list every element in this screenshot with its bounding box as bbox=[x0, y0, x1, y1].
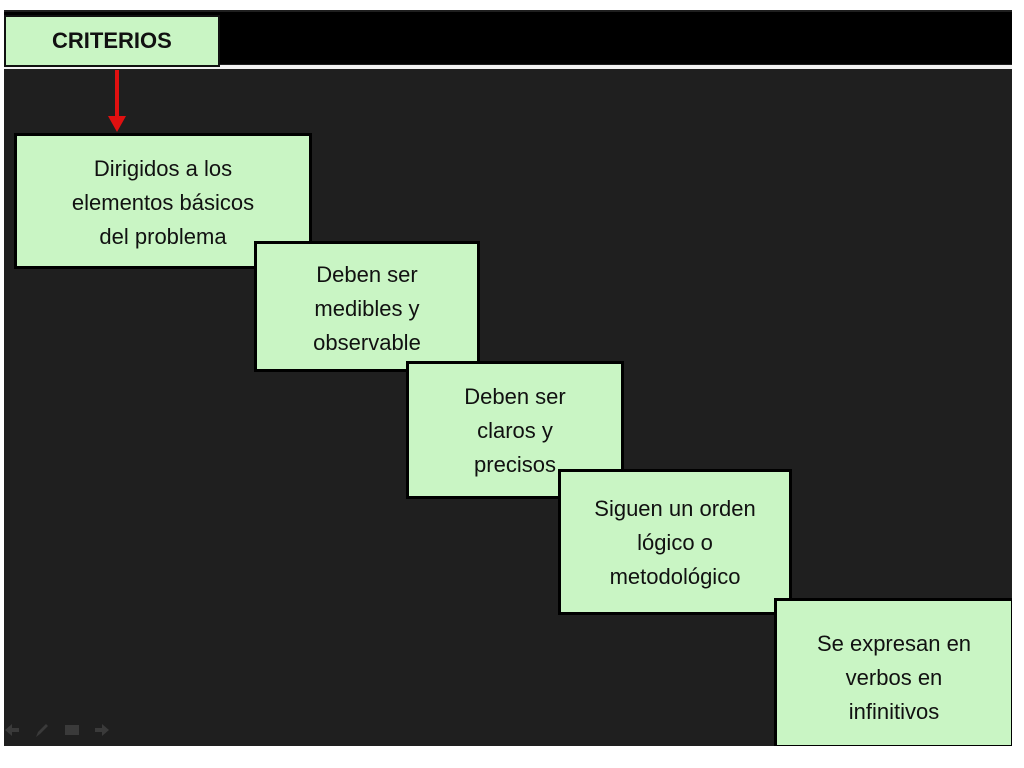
down-arrow bbox=[108, 70, 126, 132]
step-box-2: Deben ser medibles y observable bbox=[254, 241, 480, 372]
screen-icon[interactable] bbox=[64, 722, 80, 738]
slide: CRITERIOS Dirigidos a los elementos bási… bbox=[4, 10, 1012, 746]
step-text-3: Deben ser claros y precisos bbox=[464, 384, 566, 477]
step-text-2: Deben ser medibles y observable bbox=[313, 262, 421, 355]
pen-icon[interactable] bbox=[34, 722, 50, 738]
slideshow-controls bbox=[4, 722, 110, 738]
title-text: CRITERIOS bbox=[52, 28, 172, 53]
title-box: CRITERIOS bbox=[4, 15, 220, 67]
step-text-5: Se expresan en verbos en infinitivos bbox=[816, 631, 972, 724]
title-underline bbox=[4, 65, 1012, 69]
step-text-1: Dirigidos a los elementos básicos del pr… bbox=[71, 156, 255, 249]
arrow-left-icon[interactable] bbox=[4, 722, 20, 738]
step-box-1: Dirigidos a los elementos básicos del pr… bbox=[14, 133, 312, 269]
step-box-5: Se expresan en verbos en infinitivos bbox=[774, 598, 1012, 746]
step-box-4: Siguen un orden lógico o metodológico bbox=[558, 469, 792, 615]
step-text-4: Siguen un orden lógico o metodológico bbox=[594, 496, 756, 589]
step-box-3: Deben ser claros y precisos bbox=[406, 361, 624, 499]
arrow-right-icon[interactable] bbox=[94, 722, 110, 738]
